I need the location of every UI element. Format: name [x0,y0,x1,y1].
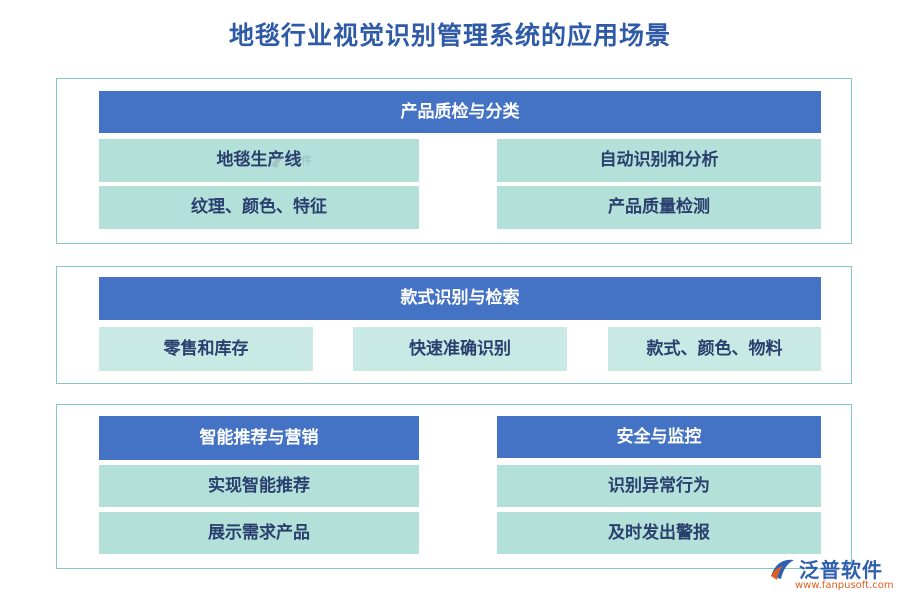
brand-url: www.fanpusoft.com [795,580,894,591]
section1-right-item-1: 自动识别和分析 [497,139,821,182]
section1-header: 产品质检与分类 [99,91,821,133]
section3-right-item-2: 及时发出警报 [497,512,821,554]
fanpu-logo-icon [771,559,794,580]
section3-left-item-1: 实现智能推荐 [99,465,419,507]
section1-left-item-1: 地毯生产线 [99,139,419,182]
section3-left-header: 智能推荐与营销 [99,416,419,460]
section2-item-1: 零售和库存 [99,327,313,371]
watermark: 软件 [268,150,340,174]
section1-right-item-2: 产品质量检测 [497,186,821,229]
brand-name: 泛普软件 [799,558,883,582]
brand-logo: 泛普软件 www.fanpusoft.com [765,552,895,596]
section1-left-item-2: 纹理、颜色、特征 [99,186,419,229]
section3-right-item-1: 识别异常行为 [497,465,821,507]
section2-item-3: 款式、颜色、物料 [608,327,821,371]
page-title: 地毯行业视觉识别管理系统的应用场景 [228,21,671,50]
section2-header: 款式识别与检索 [99,277,821,320]
watermark-text: 软件 [290,154,312,167]
section3-right-header: 安全与监控 [497,416,821,458]
section3-left-item-2: 展示需求产品 [99,512,419,554]
section2-item-2: 快速准确识别 [353,327,567,371]
fanpu-logo-icon [271,156,285,168]
